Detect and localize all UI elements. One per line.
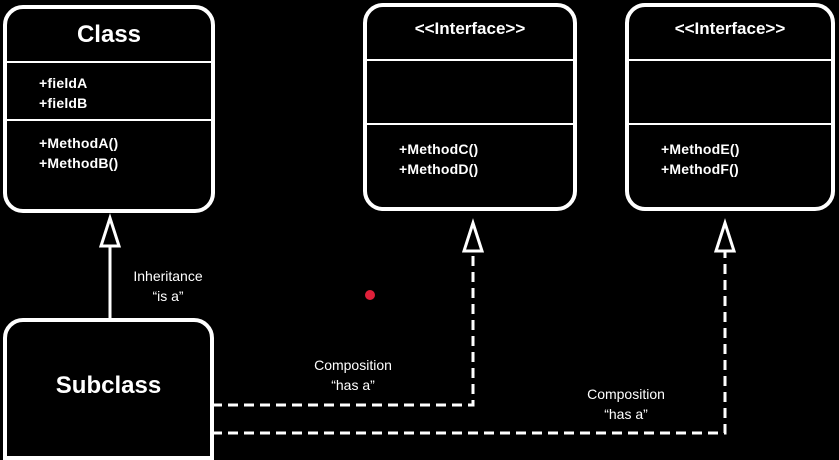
method-b: +MethodB(): [39, 155, 119, 171]
interface-1-methods-section: +MethodC() +MethodD(): [367, 123, 573, 179]
method-f: +MethodF(): [661, 161, 739, 177]
composition-label-1-line2: “has a”: [331, 377, 375, 393]
interface-box-2: <<Interface>> +MethodE() +MethodF(): [625, 3, 835, 211]
method-c: +MethodC(): [399, 141, 479, 157]
field-a: +fieldA: [39, 75, 88, 91]
composition-label-1: Composition “has a”: [298, 355, 408, 395]
composition-line-1: [212, 250, 475, 407]
composition-line-2: [212, 250, 727, 435]
field-b: +fieldB: [39, 95, 88, 111]
composition-arrowhead-2: [713, 218, 737, 253]
interface-1-fields-section: [367, 59, 573, 119]
class-box: Class +fieldA +fieldB +MethodA() +Method…: [3, 5, 215, 213]
class-methods-section: +MethodA() +MethodB(): [7, 119, 211, 173]
subclass-title: Subclass: [55, 372, 162, 399]
composition-label-2-line2: “has a”: [604, 406, 648, 422]
interface-2-methods-section: +MethodE() +MethodF(): [629, 123, 831, 179]
inheritance-label-line2: “is a”: [152, 288, 184, 304]
composition-label-1-line1: Composition: [314, 357, 392, 373]
interface-2-fields-section: [629, 59, 831, 119]
pointer-dot: [365, 290, 375, 300]
method-a: +MethodA(): [39, 135, 119, 151]
inheritance-label: Inheritance “is a”: [122, 266, 214, 306]
composition-arrowhead-1: [461, 218, 485, 253]
composition-label-2-line1: Composition: [587, 386, 665, 402]
class-fields-section: +fieldA +fieldB: [7, 61, 211, 113]
inheritance-label-line1: Inheritance: [133, 268, 203, 284]
interface-2-title: <<Interface>>: [674, 19, 786, 38]
inheritance-arrowhead: [98, 213, 122, 248]
subclass-box: Subclass: [3, 318, 214, 460]
composition-label-2: Composition “has a”: [571, 384, 681, 424]
method-d: +MethodD(): [399, 161, 479, 177]
interface-box-1: <<Interface>> +MethodC() +MethodD(): [363, 3, 577, 211]
method-e: +MethodE(): [661, 141, 740, 157]
interface-1-title: <<Interface>>: [414, 19, 526, 38]
class-title: Class: [76, 21, 142, 48]
